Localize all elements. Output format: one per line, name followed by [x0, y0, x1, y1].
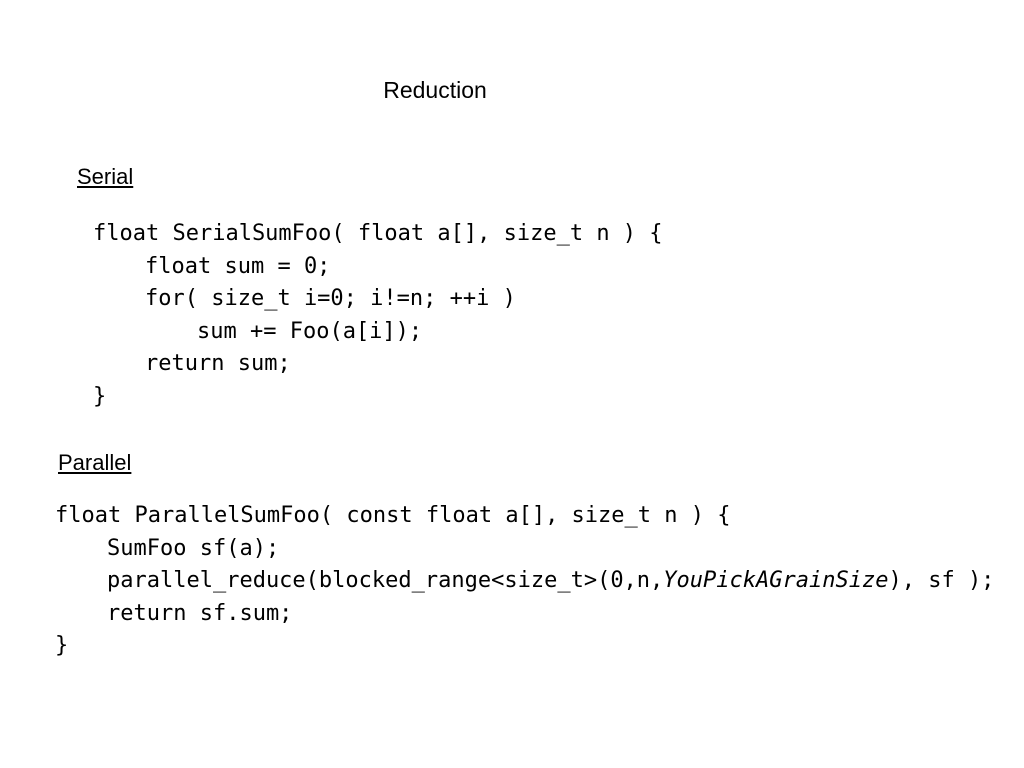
code-line: parallel_reduce(blocked_range<size_t>(0,… [55, 565, 994, 598]
code-text: parallel_reduce(blocked_range<size_t>(0,… [55, 568, 994, 593]
code-line: } [93, 381, 663, 414]
code-line: float sum = 0; [93, 251, 663, 284]
code-line: return sf.sum; [55, 598, 994, 631]
code-line: return sum; [93, 348, 663, 381]
code-line: SumFoo sf(a); [55, 533, 994, 566]
serial-heading: Serial [77, 164, 134, 189]
code-line: sum += Foo(a[i]); [93, 316, 663, 349]
code-text: float SerialSumFoo( float a[], size_t n … [93, 221, 663, 246]
code-text: float ParallelSumFoo( const float a[], s… [55, 503, 731, 528]
code-text: float sum = 0; [145, 253, 331, 279]
code-line: } [55, 630, 994, 663]
code-placeholder-text: YouPickAGrainSize [663, 568, 889, 594]
code-text: return sum; [145, 351, 291, 377]
parallel-heading: Parallel [58, 450, 132, 475]
code-line: float SerialSumFoo( float a[], size_t n … [93, 218, 663, 251]
code-text: } [55, 633, 69, 659]
slide-title: Reduction [383, 77, 487, 103]
code-text: for( size_t i=0; i!=n; ++i ) [145, 286, 516, 312]
parallel-code-block: float ParallelSumFoo( const float a[], s… [55, 500, 994, 663]
code-text: } [93, 383, 107, 409]
code-line: for( size_t i=0; i!=n; ++i ) [93, 283, 663, 316]
code-text-segment: parallel_reduce(blocked_range<size_t>(0,… [107, 568, 664, 594]
code-text: SumFoo sf(a); [107, 535, 280, 561]
code-line: float ParallelSumFoo( const float a[], s… [55, 500, 994, 533]
code-text: sum += Foo(a[i]); [197, 318, 423, 344]
code-text-segment: ), sf ); [888, 568, 995, 594]
code-text: return sf.sum; [107, 600, 293, 626]
serial-code-block: float SerialSumFoo( float a[], size_t n … [93, 218, 663, 414]
